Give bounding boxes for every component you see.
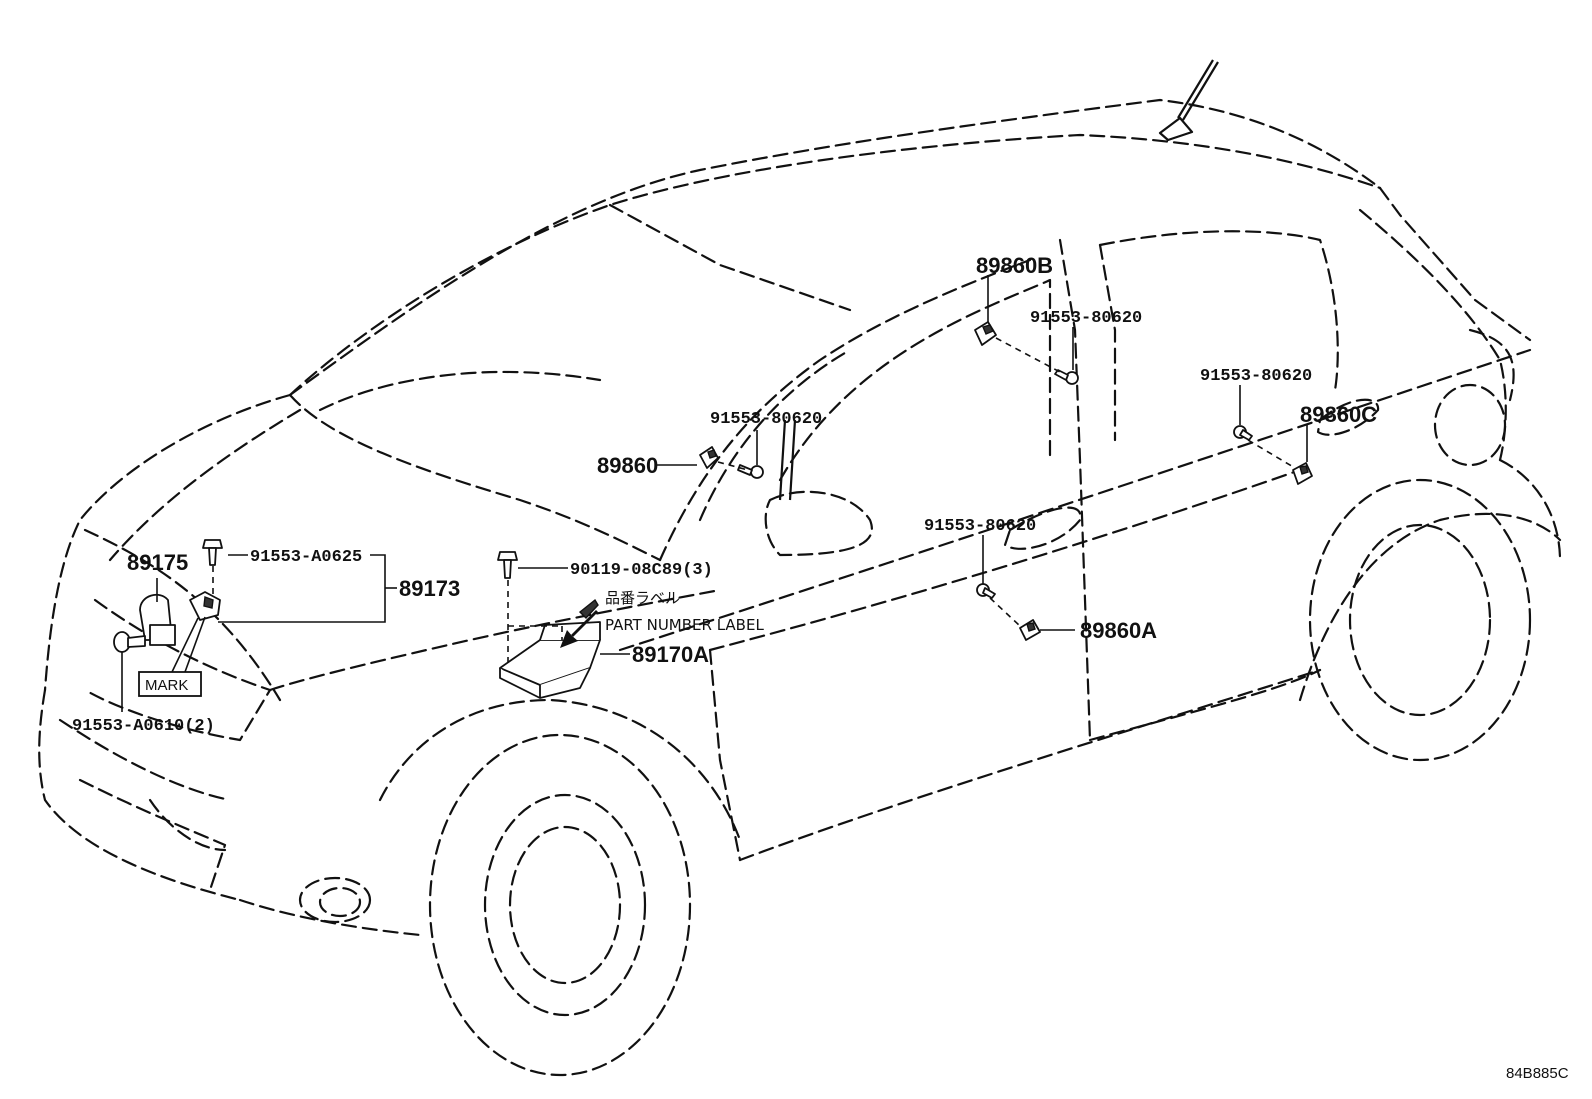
label-mark: MARK xyxy=(145,677,188,694)
label-91553-80620-b: 91553-80620 xyxy=(1030,309,1142,328)
sensor-89175-icon xyxy=(139,593,176,646)
bolt-91553-80620-c-icon xyxy=(1233,425,1253,441)
sensor-89860a-icon xyxy=(1019,619,1041,641)
label-89860b: 89860B xyxy=(976,253,1053,278)
car-outline xyxy=(38,59,1562,1077)
bolt-91553-a0610-icon xyxy=(113,631,146,653)
label-91553-80620-a: 91553-80620 xyxy=(710,410,822,429)
label-89860c: 89860C xyxy=(1300,402,1377,427)
sensor-89860b-icon xyxy=(974,321,997,346)
sensor-89173-icon xyxy=(189,591,221,621)
label-91553-a0610: 91553-A0610(2) xyxy=(72,717,215,736)
label-91553-80620-c: 91553-80620 xyxy=(1200,367,1312,386)
bolt-91553-80620-b-icon xyxy=(1054,369,1079,385)
mark-box xyxy=(138,671,202,697)
leader-lines xyxy=(121,275,1308,712)
part-label-arrow-icon xyxy=(560,610,598,648)
label-89860: 89860 xyxy=(597,453,658,478)
bolt-91553-80620-a-icon xyxy=(737,464,764,479)
airbag-sensor-89170a-icon xyxy=(499,598,601,699)
sensor-89860-icon xyxy=(699,446,719,469)
bolt-91553-a0625-icon xyxy=(202,539,223,566)
label-90119: 90119-08C89(3) xyxy=(570,561,713,580)
label-89860a: 89860A xyxy=(1080,618,1157,643)
bolt-91553-80620-d-icon xyxy=(976,583,996,599)
label-89173: 89173 xyxy=(399,576,460,601)
label-jp-part-number: 品番ラベル xyxy=(605,589,680,607)
label-part-number: PART NUMBER LABEL xyxy=(605,616,764,634)
sensor-89860c-icon xyxy=(1292,462,1313,485)
bolt-90119-icon xyxy=(497,551,518,579)
label-89170a: 89170A xyxy=(632,642,709,667)
label-89175: 89175 xyxy=(127,550,188,575)
label-91553-80620-d: 91553-80620 xyxy=(924,517,1036,536)
label-91553-a0625: 91553-A0625 xyxy=(250,548,362,567)
diagram-code: 84B885C xyxy=(1506,1065,1569,1082)
